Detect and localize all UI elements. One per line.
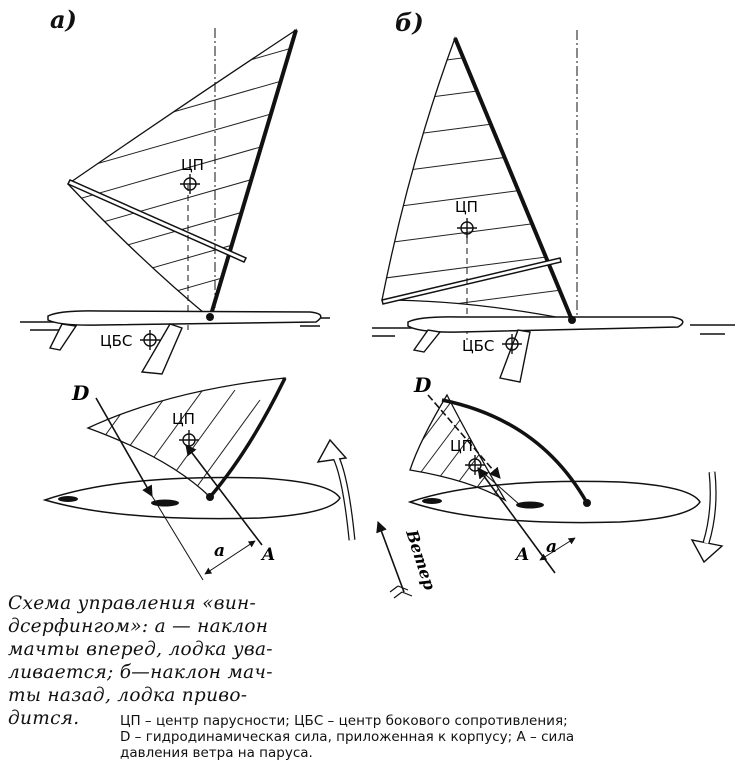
cbs-marker-b [502,334,522,354]
mast-a [208,29,298,319]
sail-b [382,39,572,316]
centreboard-a [140,323,183,375]
force-d-arrow-a [95,397,153,497]
caption-line: дится. [8,708,80,729]
cbs-label-b: ЦБС [462,337,494,355]
boom-b [381,257,562,305]
caption-line: дсерфингом»: а — наклон [8,616,269,637]
wind-label: Ветер [402,526,440,592]
cp-marker-b [457,218,477,238]
legend-line: давления ветра на паруса. [120,745,313,761]
cp-label-b: ЦП [455,198,478,216]
caption-line: ты назад, лодка приво- [8,685,248,706]
legend-line: ЦП – центр парусности; ЦБС – центр боков… [120,713,568,729]
cp-marker-a [180,174,200,194]
cbs-label-a: ЦБС [100,332,132,350]
boom-a [66,179,248,263]
force-a-label-b: A [514,545,529,565]
force-a-arrow-a [185,444,263,546]
force-d-label-a: D [71,381,90,405]
fin-a [48,323,78,351]
panel-b-top-view: D ЦП A a [407,373,724,574]
panel-b-side-view: ЦП ЦБС [372,30,735,383]
legend-line: D – гидродинамическая сила, приложенная … [120,729,575,745]
force-d-arrow-b [427,394,501,479]
caption-line: ливается; б—наклон мач- [8,662,273,683]
figure-legend: ЦП – центр парусности; ЦБС – центр боков… [120,713,738,761]
wind-arrow: Ветер [376,520,440,599]
caption-line: Схема управления «вин- [8,593,257,614]
caption-line: мачты вперед, лодка ува- [8,639,273,660]
cp-marker-top-a [179,430,199,450]
cp-label-top-b: ЦП [450,437,473,455]
cp-marker-top-b [465,455,485,475]
board-a [47,310,322,326]
panel-a-top-view: D ЦП a A [42,377,356,581]
arm-label-b: a [546,537,557,557]
cp-label-top-a: ЦП [172,410,195,428]
board-b [407,316,684,333]
mast-top-b [441,398,589,504]
cp-label-a: ЦП [181,156,204,174]
force-d-label-b: D [413,373,432,397]
sail-top-b [409,393,507,502]
figure-caption: Схема управления «вин- дсерфингом»: а — … [8,592,296,730]
arm-label-a: a [214,541,225,561]
centreboard-b [499,329,531,383]
hull-top-b [407,480,701,524]
mast-b [453,37,574,321]
force-a-label-a: A [260,545,275,565]
hull-top-a [42,476,341,520]
cbs-marker-a [140,330,160,350]
fin-b [412,329,442,353]
panel-label-a: а) [50,5,77,34]
panel-a-side-view: ЦП ЦБС [20,28,330,375]
panel-label-b: б) [395,8,424,37]
